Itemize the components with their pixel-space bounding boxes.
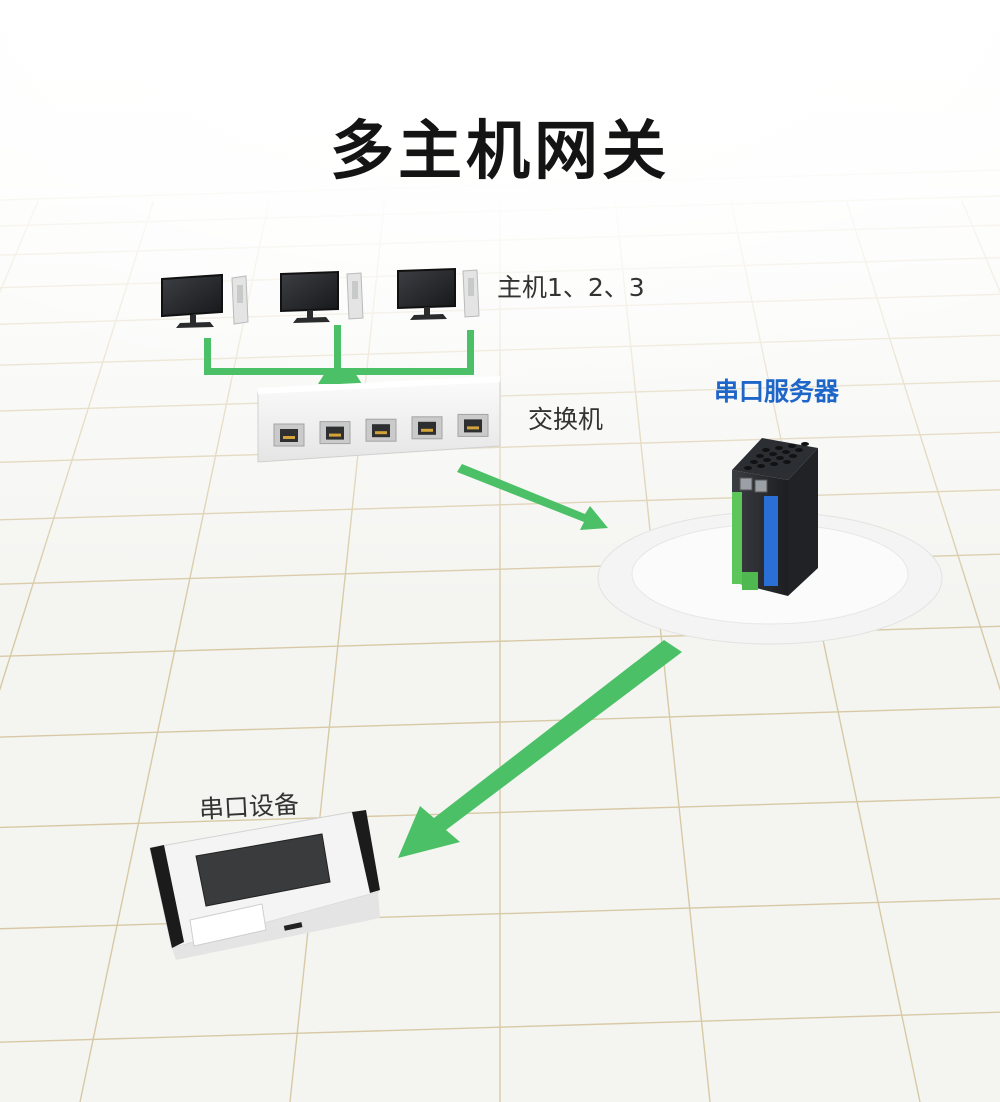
- serial-server-label: 串口服务器: [714, 377, 840, 406]
- switch-port-socket: [372, 424, 390, 438]
- vent-slot: [788, 444, 796, 448]
- network-switch-icon: [257, 376, 501, 463]
- switch-ports: [273, 413, 489, 447]
- switch-port-contacts: [467, 426, 479, 430]
- switch-port-contacts: [421, 428, 433, 432]
- server-terminal-block: [732, 492, 742, 584]
- server-vents: [744, 442, 809, 470]
- serial-server-icon: [732, 438, 818, 596]
- serial-printer-icon: [149, 810, 380, 960]
- arrow-server-to-device: [398, 640, 682, 858]
- vent-slot: [744, 466, 752, 470]
- switch-port-contacts: [375, 431, 387, 435]
- bus-to-switch-connector: [318, 368, 362, 384]
- vent-slot: [769, 452, 777, 456]
- switch-port-socket: [326, 426, 344, 440]
- arrow-switch-to-server: [457, 464, 608, 530]
- server-blue-panel: [764, 496, 778, 586]
- host-1: [161, 273, 249, 328]
- vent-slot: [801, 442, 809, 446]
- light-glow: [0, 0, 1000, 480]
- vent-slot: [782, 450, 790, 454]
- vent-slot: [789, 454, 797, 458]
- vent-slot: [762, 448, 770, 452]
- switch-port-contacts: [283, 436, 295, 439]
- vent-slot: [756, 454, 764, 458]
- vent-slot: [775, 446, 783, 450]
- host3-line: [467, 330, 474, 374]
- vent-slot: [783, 460, 791, 464]
- monitor-icon: [397, 267, 456, 310]
- vent-slot: [750, 460, 758, 464]
- host2-line: [334, 325, 341, 373]
- vent-slot: [763, 458, 771, 462]
- monitor-icon: [280, 270, 339, 313]
- vent-slot: [776, 456, 784, 460]
- hosts-label: 主机1、2、3: [497, 273, 645, 302]
- switch-port-socket: [464, 419, 482, 433]
- switch-port-socket: [418, 421, 436, 435]
- host-connection-lines: [204, 325, 474, 384]
- vent-slot: [795, 448, 803, 452]
- host-3: [397, 267, 480, 320]
- vent-slot: [770, 462, 778, 466]
- vent-slot: [757, 464, 765, 468]
- page-title: 多主机网关: [330, 115, 670, 189]
- switch-port-socket: [280, 429, 298, 442]
- monitor-icon: [161, 273, 223, 318]
- host1-line: [204, 338, 211, 374]
- host-2: [280, 270, 364, 323]
- switch-label: 交换机: [528, 405, 604, 434]
- serial-device-label: 串口设备: [198, 789, 300, 824]
- switch-port-contacts: [329, 433, 341, 437]
